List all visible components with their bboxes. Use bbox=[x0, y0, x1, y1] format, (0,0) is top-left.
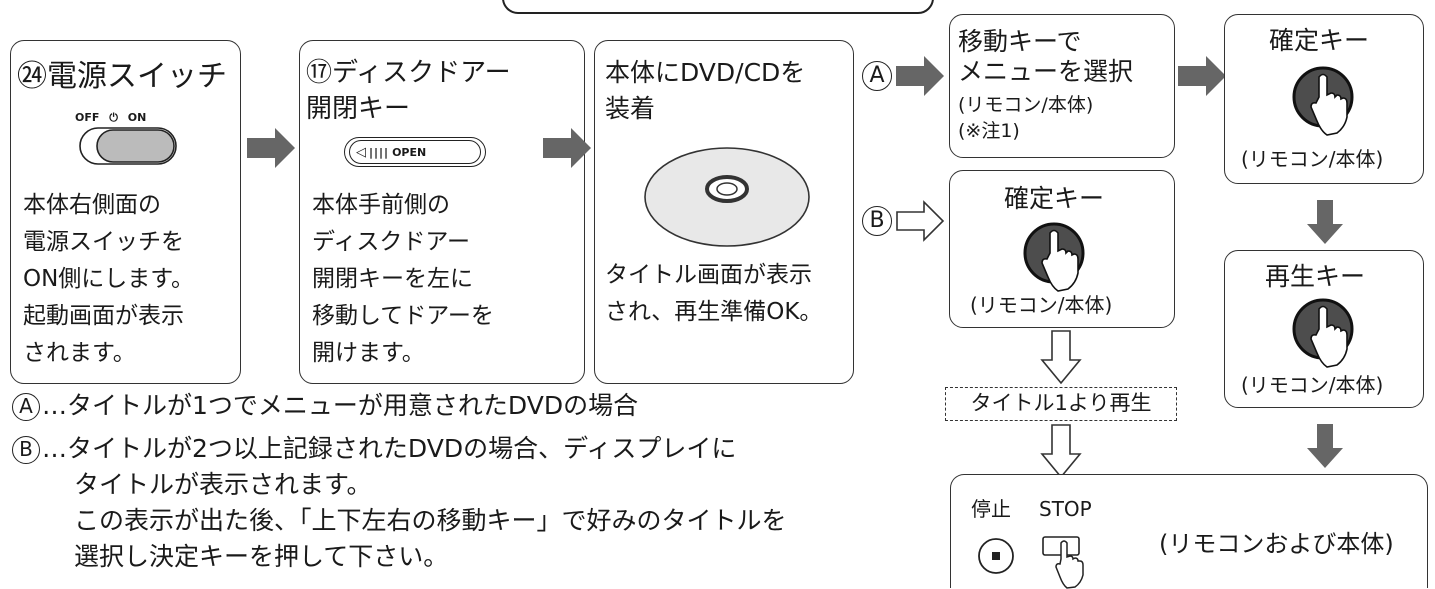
insert-desc-1: タイトル画面が表示 bbox=[605, 262, 812, 288]
arrow-right-icon bbox=[247, 128, 295, 168]
note-b-line2: タイトルが表示されます。 bbox=[74, 470, 372, 499]
switch-labels: OFF ⏻ ON bbox=[75, 111, 146, 125]
stop-button-icon bbox=[978, 538, 1014, 574]
note-b-text: …タイトルが2つ以上記録されたDVDの場合、ディスプレイに bbox=[42, 434, 737, 463]
press-button-icon bbox=[1292, 298, 1354, 368]
confirm-key-title-b: 確定キー bbox=[1004, 184, 1105, 213]
stop-key-press-icon bbox=[1042, 536, 1084, 589]
play-key-box: 再生キー (リモコン/本体) bbox=[1224, 250, 1424, 408]
power-switch-title: ㉔電源スイッチ bbox=[17, 59, 227, 94]
arrow-down-icon bbox=[1307, 424, 1343, 468]
confirm-key-sub-b: (リモコン/本体) bbox=[970, 293, 1113, 317]
power-desc-4: 起動画面が表示 bbox=[23, 303, 184, 329]
title1-play-box: タイトル1より再生 bbox=[945, 387, 1177, 421]
disc-desc-4: 移動してドアーを bbox=[312, 303, 494, 329]
switch-off-label: OFF bbox=[75, 111, 100, 124]
hollow-arrow-down-icon bbox=[1040, 330, 1082, 385]
step-insert-disc: 本体にDVD/CDを 装着 タイトル画面が表示 され、再生準備OK。 bbox=[594, 40, 854, 384]
press-button-icon bbox=[1292, 66, 1354, 136]
power-switch-icon bbox=[79, 127, 177, 165]
branch-a-line4: (※注1) bbox=[958, 120, 1020, 142]
note-a-text: …タイトルが1つでメニューが用意されたDVDの場合 bbox=[42, 391, 639, 420]
branch-a-line2: メニューを選択 bbox=[958, 57, 1134, 86]
open-key-label: OPEN bbox=[392, 145, 427, 159]
marker-a: A bbox=[862, 61, 892, 91]
power-desc-2: 電源スイッチを bbox=[23, 229, 184, 255]
note-b-line3: この表示が出た後、「上下左右の移動キー」で好みのタイトルを bbox=[74, 506, 787, 535]
branch-a-line1: 移動キーで bbox=[958, 27, 1082, 56]
branch-a-line3: (リモコン/本体) bbox=[958, 94, 1094, 116]
power-desc-1: 本体右側面の bbox=[23, 192, 161, 218]
disc-door-title-2: 開閉キー bbox=[306, 94, 411, 124]
step-power-switch: ㉔電源スイッチ OFF ⏻ ON 本体右側面の 電源スイッチを ON側にします。… bbox=[10, 40, 241, 384]
confirm-key-box-a: 確定キー (リモコン/本体) bbox=[1224, 14, 1424, 184]
power-symbol-icon: ⏻ bbox=[109, 111, 118, 124]
marker-b: B bbox=[862, 206, 892, 236]
press-button-icon bbox=[1023, 222, 1085, 292]
power-desc-5: されます。 bbox=[23, 340, 136, 366]
disc-icon bbox=[644, 147, 810, 247]
note-b-line4: 選択し決定キーを押して下さい。 bbox=[74, 542, 449, 571]
open-key-icon: ◁|||| OPEN bbox=[344, 137, 486, 167]
play-key-sub: (リモコン/本体) bbox=[1241, 373, 1384, 397]
play-key-title: 再生キー bbox=[1265, 262, 1366, 291]
note-b-marker: B bbox=[12, 436, 40, 464]
disc-door-title-1: ⑰ディスクドアー bbox=[306, 58, 511, 88]
insert-title-1: 本体にDVD/CDを bbox=[605, 58, 806, 87]
arrow-down-icon bbox=[1307, 200, 1343, 244]
branch-a-select-menu: 移動キーで メニューを選択 (リモコン/本体) (※注1) bbox=[949, 14, 1175, 158]
hollow-arrow-right-icon bbox=[896, 200, 945, 242]
disc-desc-3: 開閉キーを左に bbox=[312, 266, 473, 292]
stop-label-en: STOP bbox=[1039, 497, 1092, 521]
arrow-right-icon bbox=[896, 56, 944, 96]
confirm-key-sub-a: (リモコン/本体) bbox=[1241, 147, 1384, 171]
arrow-right-icon bbox=[543, 128, 591, 168]
note-a-marker: A bbox=[12, 393, 40, 421]
hollow-arrow-down-icon bbox=[1040, 424, 1082, 479]
stop-label-jp: 停止 bbox=[971, 497, 1011, 521]
stop-box: 停止 STOP (リモコンおよび本体) bbox=[950, 474, 1428, 589]
stop-label-both: (リモコンおよび本体) bbox=[1159, 530, 1394, 558]
arrow-right-icon bbox=[1178, 56, 1226, 96]
disc-desc-1: 本体手前側の bbox=[312, 192, 450, 218]
switch-on-label: ON bbox=[127, 111, 147, 124]
confirm-key-title-a: 確定キー bbox=[1269, 26, 1370, 55]
confirm-key-box-b: 確定キー (リモコン/本体) bbox=[949, 170, 1175, 328]
top-frame-edge bbox=[502, 0, 934, 14]
insert-desc-2: され、再生準備OK。 bbox=[605, 299, 823, 325]
step-disc-door: ⑰ディスクドアー 開閉キー ◁|||| OPEN 本体手前側の ディスクドアー … bbox=[299, 40, 585, 384]
disc-desc-5: 開けます。 bbox=[312, 340, 425, 366]
power-desc-3: ON側にします。 bbox=[23, 266, 195, 292]
insert-title-2: 装着 bbox=[605, 94, 656, 123]
disc-desc-2: ディスクドアー bbox=[312, 229, 471, 255]
